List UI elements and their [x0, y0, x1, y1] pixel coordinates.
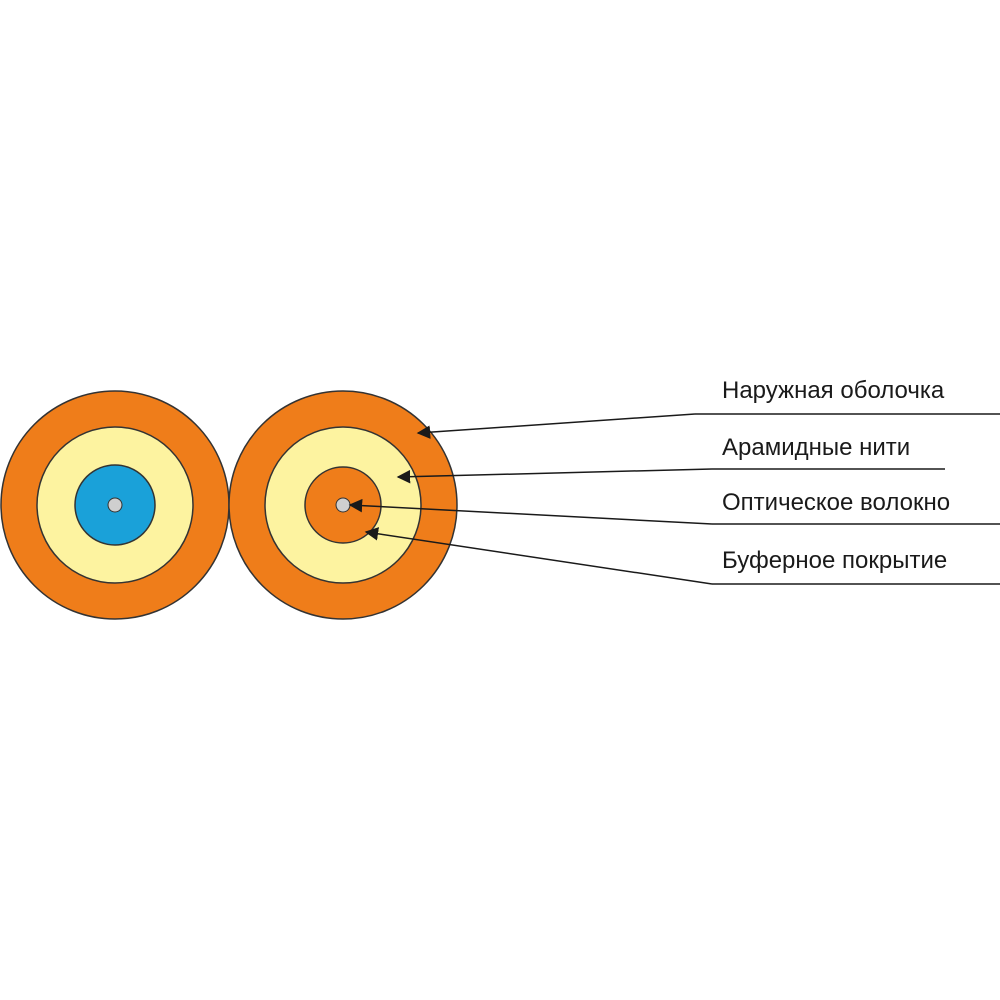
leader-arrow-optical-fiber: [348, 498, 713, 525]
label-aramid-yarn: Арамидные нити: [722, 434, 911, 461]
label-outer-jacket: Наружная оболочка: [722, 377, 945, 404]
right-optical-fiber: [335, 497, 351, 513]
leader-arrow-aramid-yarn: [396, 468, 713, 484]
label-optical-fiber: Оптическое волокно: [722, 489, 951, 516]
label-buffer-coating: Буферное покрытие: [722, 547, 948, 574]
leader-arrow-buffer-coating: [364, 527, 713, 585]
right-fiber-cross-section: [228, 390, 458, 620]
left-optical-fiber: [107, 497, 123, 513]
leader-arrow-outer-jacket: [416, 413, 696, 439]
left-fiber-cross-section: [0, 390, 230, 620]
leader-lines: [348, 413, 1000, 585]
